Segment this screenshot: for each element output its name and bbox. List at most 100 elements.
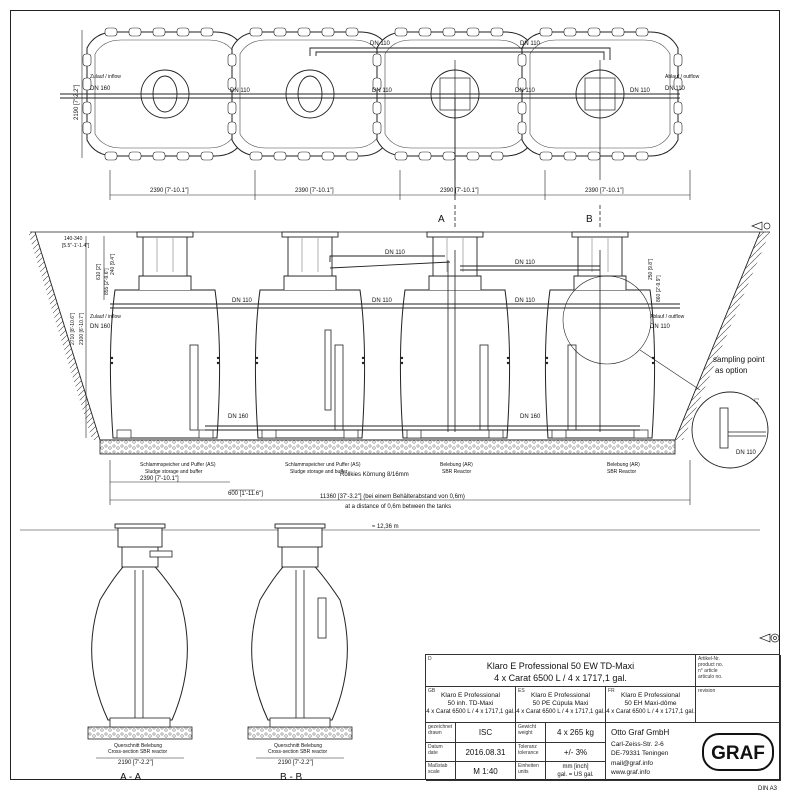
graf-logo-text: GRAF [711,743,765,764]
section-marker-a: A [438,214,445,225]
company-web: www.graf.info [611,769,651,776]
top-pipe-label-4: DN 110 [370,41,391,47]
section-left-dim-5: 2100 [6'-10.7"] [79,312,85,345]
section-view: A B [20,205,770,531]
cross-b-caption-1: Querschnitt Belebung [274,743,322,749]
tolerance-value-cell: +/- 3% [546,743,606,762]
tank-caption-2b: Sludge storage and buffer [290,469,348,475]
fr-line-1: Klaro E Professional [621,692,680,699]
drawn-value-cell: ISC [456,723,516,743]
section-left-dim-2: 855 [2'-9.6"] [104,268,110,295]
dim-2390: 2390 [7'-10.1"] [140,476,179,482]
cross-section-b: Querschnitt Belebung Cross-section SBR r… [247,523,353,783]
company-email: mail@graf.info [611,760,654,767]
dim-600: 600 [1'-11.6"] [228,491,263,497]
section-pipe-label-4: DN 110 [372,298,393,304]
drawn-label-cell: gezeichnet drawn [426,723,456,743]
de-code: D [428,656,432,662]
top-width-dim-3: 2390 [7'-10.1"] [440,188,479,194]
section-right-dim-2: 860 [2'-9.9"] [656,275,662,302]
es-line-2: 50 PE Cúpula Maxi [532,700,589,707]
weight-label-cell: Gewicht weight [516,723,546,743]
top-pipe-label-5: DN 110 [520,41,541,47]
top-width-dim-2: 2390 [7'-10.1"] [295,188,334,194]
gb-cell: GB Klaro E Professional 50 inh. TD-Maxi … [426,687,516,723]
scale-label: Maßstab scale [428,763,448,775]
dim-total-3: ≈ 12,36 m [372,524,399,530]
title-block: D Klaro E Professional 50 EW TD-Maxi 4 x… [425,654,781,781]
date-label: Datum date [428,744,443,756]
section-inlet-label: Zulauf / inflow [90,314,121,320]
weight-value: 4 x 265 kg [557,728,594,737]
tolerance-value: +/- 3% [563,748,588,757]
projection-symbol-icon [751,221,780,643]
weight-label: Gewicht weight [518,724,537,736]
cross-b-title: B - B [280,772,303,783]
sampling-label-1: sampling point [713,355,765,364]
section-pipe-label-3: DN 110 [232,298,253,304]
article-label: Artikel-Nr. product no. n° article artic… [698,656,724,680]
section-pipe-label-7: DN 160 [520,414,541,420]
top-view: Zulauf / inflow DN 160 Ablauf / outflow … [60,27,700,200]
company-street: Carl-Zeiss-Str. 2-6 [611,741,664,748]
dim-total-1: 11360 [37'-3.2"] (bei einem Behälterabst… [320,494,465,500]
date-value: 2016.08.31 [465,748,506,757]
tank-caption-1b: Sludge storage and buffer [145,469,203,475]
top-width-dim-4: 2390 [7'-10.1"] [585,188,624,194]
section-pipe-label-5: DN 110 [515,298,536,304]
section-pipe-label-6: DN 160 [228,414,249,420]
units-value-2: gal. = US gal. [557,772,594,778]
gb-code: GB [428,688,436,694]
section-pipe-label-2: DN 110 [515,260,536,266]
section-cover-dim-imperial: [5.5"-1'-1.4"] [62,243,90,249]
cross-a-title: A - A [120,772,141,783]
date-value-cell: 2016.08.31 [456,743,516,762]
fr-line-3: 4 x Carat 6500 L / 4 x 1717,1 gal. [606,709,695,715]
top-inlet-dn: DN 160 [90,86,111,92]
sampling-label-2: as option [715,366,747,375]
tank-caption-4a: Belebung (AR) [607,462,640,468]
units-label: Einheiten units [518,763,539,775]
section-inlet-dn: DN 160 [90,324,111,330]
drawn-value: ISC [478,728,493,737]
section-pipe-label-1: DN 110 [385,250,406,256]
units-value-cell: mm [inch] gal. = US gal. [546,762,606,781]
weight-value-cell: 4 x 265 kg [546,723,606,743]
detail-dn: DN 110 [736,450,757,456]
cross-a-caption-1: Querschnitt Belebung [114,743,162,749]
top-width-dim-1: 2390 [7'-10.1"] [150,188,189,194]
section-left-dim-4: 2710 [8'-10.6"] [70,312,76,345]
graf-logo-icon: GRAF [702,733,774,771]
tank-caption-3b: SBR Reactor [442,469,472,475]
top-outlet-dn: DN 110 [665,86,686,92]
top-inlet-label: Zulauf / inflow [90,74,121,80]
top-pipe-label-6: DN 110 [630,88,651,94]
company-name: Otto Graf GmbH [611,728,670,737]
top-outlet-label: Ablauf / outflow [665,74,700,80]
section-right-dim-1: 250 [9.8"] [648,258,654,280]
tolerance-label: Toleranz tolerance [518,744,539,756]
fr-cell: FR Klaro E Professional 50 EH Maxi-dôme … [606,687,696,723]
article-cell: Artikel-Nr. product no. n° article artic… [696,655,781,687]
units-label-cell: Einheiten units [516,762,546,781]
gb-line-3: 4 x Carat 6500 L / 4 x 1717,1 gal. [426,709,515,715]
scale-label-cell: Maßstab scale [426,762,456,781]
section-outlet-dn: DN 110 [650,324,671,330]
es-line-3: 4 x Carat 6500 L / 4 x 1717,1 gal. [516,709,605,715]
top-pipe-label-2: DN 110 [372,88,393,94]
drawing-frame [10,10,780,780]
company-city: DE-79331 Teningen [611,750,669,757]
gb-line-2: 50 inh. TD-Maxi [447,700,494,707]
company-cell: Otto Graf GmbH Carl-Zeiss-Str. 2-6 DE-79… [606,723,781,781]
tank-caption-4b: SBR Reactor [607,469,637,475]
top-pipe-label-1: DN 110 [230,88,251,94]
scale-value: M 1:40 [473,767,498,776]
section-cover-dim: 140-340 [64,236,83,242]
cross-b-caption-2: Cross-section SBR reactor [268,749,328,755]
cross-b-dim: 2190 [7'-2.2"] [278,760,314,766]
section-outlet-label: Ablauf / outflow [650,314,685,320]
es-line-1: Klaro E Professional [531,692,590,699]
tank-caption-2a: Schlammspeicher und Puffer (AS) [285,462,361,468]
gravel-label: Rollkies Körnung 8/16mm [340,472,409,478]
